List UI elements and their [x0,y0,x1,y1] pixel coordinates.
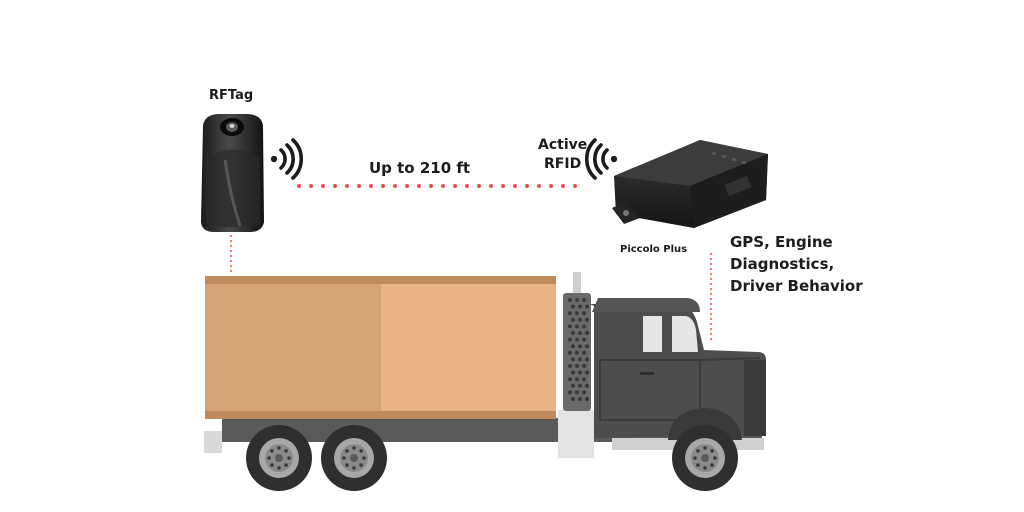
piccolo-plus-label: Piccolo Plus [620,244,688,255]
active-rfid-line: RFID [544,156,582,172]
rftag-label: RFTag [209,88,254,103]
exhaust-stack [558,272,594,458]
piccolo-plus-device [612,140,768,228]
truck-wheels [246,425,738,491]
wifi-signal-icon [270,138,303,180]
wheel [321,425,387,491]
truck-cab [590,298,766,440]
active-rfid-label: Active RFID [538,136,587,174]
wheel [672,425,738,491]
active-rfid-line: Active [538,137,588,153]
features-line: Diagnostics, [730,255,835,273]
features-line: GPS, Engine [730,233,833,251]
features-label: GPS, Engine Diagnostics, Driver Behavior [730,231,863,297]
features-line: Driver Behavior [730,277,863,295]
rftag-device [201,114,264,232]
wifi-signal-icon [585,138,618,180]
cargo-box [205,276,556,419]
truck [204,272,766,491]
range-label: Up to 210 ft [369,159,471,177]
wheel [246,425,312,491]
